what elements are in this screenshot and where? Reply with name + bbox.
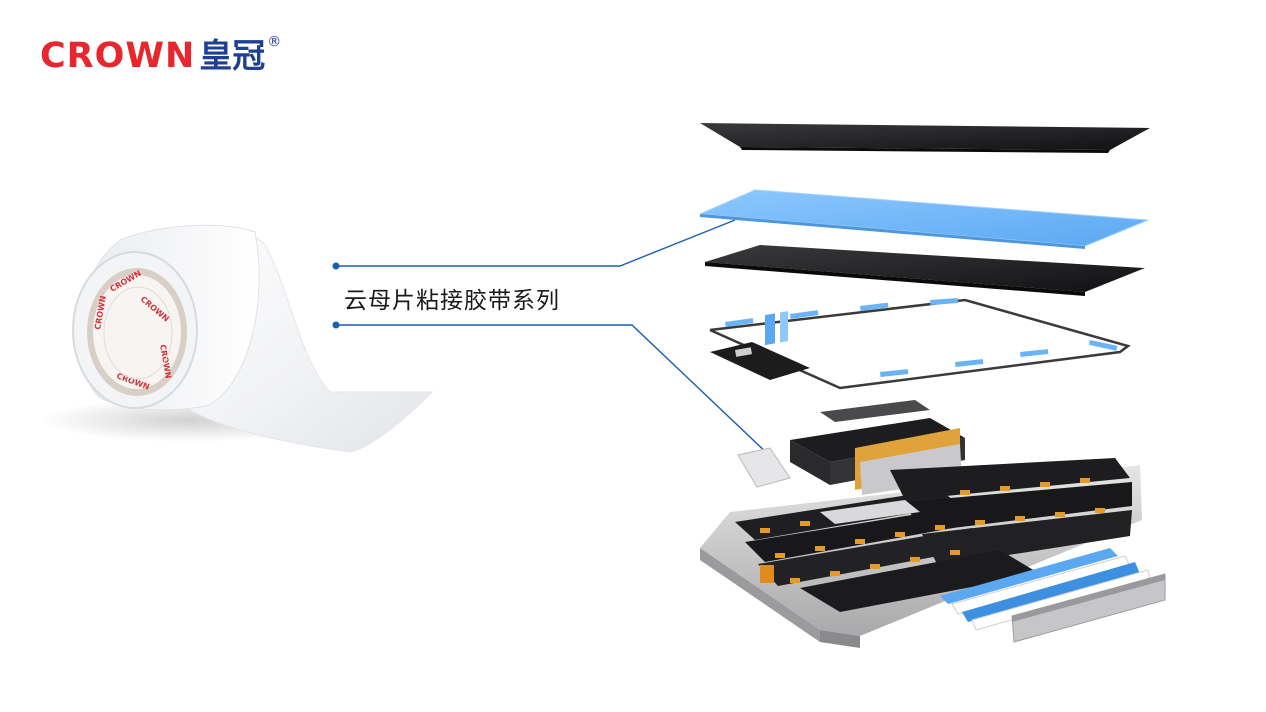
cooling-block [820, 500, 920, 524]
brand-name-en: CROWN [40, 36, 196, 76]
upper-module-endplate [737, 447, 791, 488]
cell-row [890, 458, 1130, 500]
busbar [815, 546, 825, 551]
harness-pad [790, 310, 819, 319]
callout-leaders [332, 219, 771, 457]
mica-sheet-edge [700, 214, 1085, 249]
busbar [870, 564, 880, 569]
harness-pad [1088, 340, 1118, 351]
battery-pack-exploded [699, 123, 1166, 648]
side-mica-2 [962, 562, 1140, 622]
busbar [855, 539, 865, 544]
busbar [910, 557, 920, 562]
cell-row [922, 510, 1132, 566]
busbar [895, 532, 905, 537]
brand-name-cn: 皇冠 [199, 36, 266, 75]
busbar [1015, 516, 1025, 521]
upper-module-side [790, 440, 830, 485]
busbar [790, 578, 800, 583]
registered-mark: ® [267, 34, 282, 50]
cell-row [905, 482, 1132, 532]
busbar [935, 525, 945, 530]
harness-pad [930, 298, 959, 305]
busbar [1000, 486, 1010, 491]
insulation-sheet-edge [705, 262, 1085, 296]
upper-module-mica-2 [780, 311, 788, 343]
callout-line-top [336, 219, 736, 267]
tray-wall-front [820, 630, 860, 648]
busbar [1055, 512, 1065, 517]
tape-core-ring [103, 286, 173, 380]
busbar [1095, 508, 1105, 513]
connector-pin [735, 347, 752, 357]
busbar [830, 571, 840, 576]
upper-module-cover [820, 400, 930, 422]
side-endplate-top [1012, 574, 1165, 622]
busbar [1040, 482, 1050, 487]
busbar [800, 521, 810, 526]
harness-pad [1020, 349, 1049, 357]
tray-terminal [760, 565, 774, 583]
upper-module-mica-1 [765, 313, 775, 346]
top-cover-edge [740, 147, 1110, 153]
upper-module-top [790, 418, 965, 462]
brand-logo: CROWN 皇冠 ® [40, 34, 281, 78]
tape-core-inner [93, 275, 181, 389]
busbar [1080, 478, 1090, 483]
wire-harness [709, 298, 1131, 390]
busbar [960, 490, 970, 495]
side-mica-1 [940, 548, 1118, 604]
harness-pad [955, 359, 984, 367]
upper-module [737, 311, 965, 495]
busbar [975, 520, 985, 525]
insulation-sheet [705, 245, 1145, 292]
mica-sheet [699, 189, 1149, 247]
cell-row [800, 550, 1040, 612]
callout-label: 云母片粘接胶带系列 [344, 288, 560, 314]
top-cover [700, 123, 1150, 150]
tray-wall-left [700, 548, 820, 642]
battery-tray [700, 458, 1166, 648]
harness-pad [880, 369, 909, 377]
busbar [950, 550, 960, 555]
harness-loop [709, 298, 1131, 390]
harness-connector [710, 342, 810, 380]
callout-line-bottom [336, 324, 771, 457]
harness-pad [860, 302, 889, 311]
tape-roll: CROWN CROWN CROWN CROWN CROWN [40, 224, 434, 453]
busbar [775, 553, 785, 558]
harness-pad [725, 318, 754, 327]
busbar [760, 528, 770, 533]
